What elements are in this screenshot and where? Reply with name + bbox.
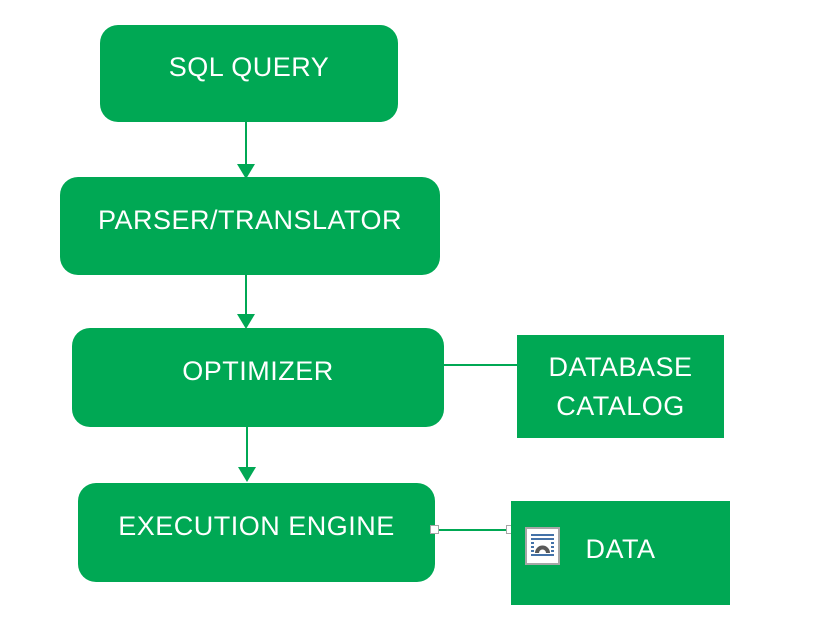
connector-execution-data-line[interactable] <box>435 529 511 531</box>
node-execution-engine-label: EXECUTION ENGINE <box>118 511 395 542</box>
connector-parser-optimizer-line[interactable] <box>245 263 247 314</box>
connector-endpoint-handle[interactable] <box>430 525 439 534</box>
embedded-object-icon[interactable] <box>525 527 560 565</box>
arrowhead-down-icon <box>237 164 255 179</box>
node-optimizer-label: OPTIMIZER <box>182 356 334 387</box>
node-database-catalog-label: DATABASE CATALOG <box>548 352 693 421</box>
node-optimizer[interactable]: OPTIMIZER <box>72 328 444 427</box>
connector-optimizer-execution-line[interactable] <box>246 415 248 468</box>
node-database-catalog[interactable]: DATABASE CATALOG <box>517 335 724 438</box>
node-data-label: DATA <box>585 533 656 564</box>
arrowhead-down-icon <box>237 314 255 329</box>
node-sql-query[interactable]: SQL QUERY <box>100 25 398 122</box>
connector-sqlquery-parser-line[interactable] <box>245 110 247 164</box>
node-parser-translator[interactable]: PARSER/TRANSLATOR <box>60 177 440 275</box>
node-execution-engine[interactable]: EXECUTION ENGINE <box>78 483 435 582</box>
node-data[interactable]: DATA <box>511 501 730 605</box>
node-sql-query-label: SQL QUERY <box>168 52 330 83</box>
connector-optimizer-catalog-line[interactable] <box>444 364 517 366</box>
node-parser-translator-label: PARSER/TRANSLATOR <box>97 204 403 235</box>
arrowhead-down-icon <box>238 467 256 482</box>
